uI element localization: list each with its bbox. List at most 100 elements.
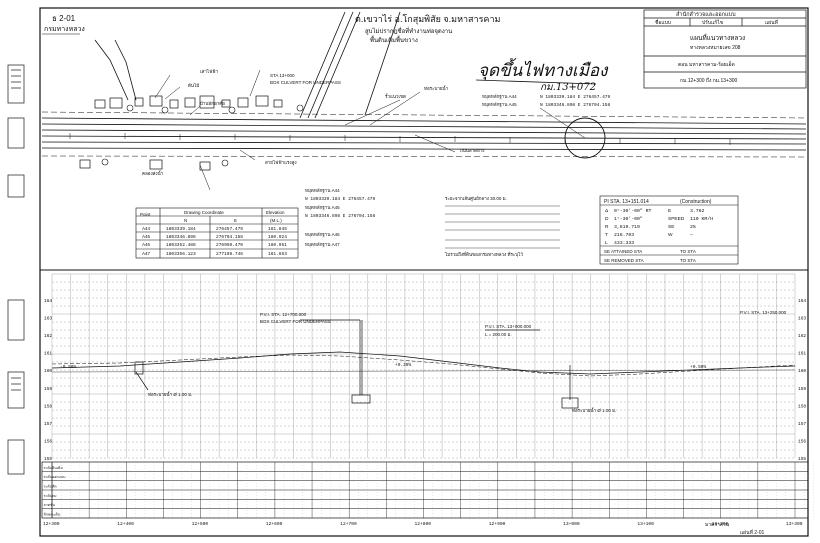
svg-text:A46: A46	[142, 242, 151, 247]
sheet-frame	[39, 7, 809, 537]
benchmark-coord-2: N 1803346.898 E 276704.158	[540, 102, 611, 108]
right-of-way-note: ไม่รวมถึงที่ดินของกรมทางหลวง ที่ระบุไว้	[444, 251, 523, 258]
agency-label: กรมทางหลวง	[44, 26, 85, 33]
svg-text:A44: A44	[142, 226, 151, 231]
plan-view: BOX CULVERT FOR UNDERPASS STA 13+000 เสา…	[41, 11, 807, 258]
svg-text:0°-30'-00" RT: 0°-30'-00" RT	[614, 208, 652, 214]
svg-text:—: —	[689, 233, 693, 238]
project-label: แผนที่แนวทางหลวง	[690, 33, 745, 42]
svg-text:277198.746: 277198.746	[216, 251, 243, 257]
curve-marker	[564, 117, 606, 159]
offset-note: ระยะจากเส้นศูนย์กลาง 30.00 ม.	[445, 195, 507, 202]
profile-grid	[51, 273, 796, 459]
project-km: กม.12+300 ถึง กม.13+300	[680, 77, 738, 84]
table-group-header: Drawing Coordinate	[184, 210, 224, 215]
svg-text:276704.158: 276704.158	[216, 234, 243, 240]
title-block	[643, 9, 807, 89]
svg-text:160.924: 160.924	[268, 234, 287, 240]
elevation-label: 156	[798, 438, 806, 444]
profile-structures	[134, 319, 579, 409]
station-label: 13+000	[563, 521, 580, 527]
plan-note-pole: เสาไฟฟ้า	[200, 69, 218, 74]
grade-3: +0.50%	[690, 364, 707, 370]
svg-text:D: D	[605, 216, 609, 222]
svg-text:161.653: 161.653	[268, 251, 287, 257]
elevation-label: 161	[44, 351, 52, 357]
elevation-label: 159	[44, 386, 52, 392]
title-block-col1: ชื่อแบบ	[655, 19, 671, 26]
se-attained-to: TO STA	[680, 249, 696, 254]
grade-2: +0.30%	[395, 362, 412, 368]
plan-benchmark-a45-coord: N 1803346.898 E 276704.158	[305, 213, 376, 219]
station-label: 12+700	[340, 521, 357, 527]
plan-benchmark-a44: หมุดหลักฐาน A44	[305, 188, 340, 194]
elevation-label: 160	[44, 368, 52, 374]
elevation-label: 157	[798, 421, 806, 427]
plan-note-house: บ้านพักอาศัย	[200, 101, 225, 106]
title-block-col2: ปรับแก้ไข	[702, 19, 723, 26]
svg-text:จุดขึ้นไฟทางเมือง: จุดขึ้นไฟทางเมือง	[478, 57, 609, 81]
curve-data-table: PI STA. 13+151.014 (Construction) Δ 0°-30…	[599, 195, 739, 265]
elevation-label: 157	[44, 421, 52, 427]
elevation-label: 162	[44, 333, 52, 339]
band-label: ระดับออกแบบ	[44, 475, 67, 479]
svg-text:Δ: Δ	[605, 208, 609, 214]
svg-text:SE: SE	[668, 224, 674, 230]
svg-text:T: T	[605, 232, 608, 238]
benchmark-coord-1: N 1803339.184 E 276457.479	[540, 94, 611, 100]
station-label: 12+400	[117, 521, 134, 527]
svg-text:1803346.898: 1803346.898	[166, 234, 196, 240]
title-block-col3: แผ่นที่	[765, 19, 778, 26]
svg-text:A45: A45	[142, 234, 151, 239]
elevation-label: 164	[44, 298, 52, 304]
profile-data-bands: ระดับดินเดิมระดับออกแบบระดับตัดระดับถมลา…	[41, 461, 814, 519]
elevation-label: 158	[798, 403, 806, 409]
curve-pi: PI STA. 13+151.014	[604, 199, 649, 205]
plan-benchmark-a46: หมุดหลักฐาน A46	[305, 232, 340, 238]
svg-text:A47: A47	[142, 251, 151, 256]
svg-text:1803352.488: 1803352.488	[166, 242, 196, 248]
project-sub: ทางหลวงหมายเลข 208	[690, 45, 741, 51]
table-row: A47 1803356.123 277198.746 161.653	[142, 251, 287, 257]
band-label: ระดับถม	[44, 494, 58, 498]
station-label: 12+300	[43, 521, 60, 527]
plan-note-canal: คลองส่งน้ำ	[142, 170, 164, 176]
profile-box-note: BOX CULVERT FOR UNDERPASS	[260, 319, 331, 324]
left-margin-marks	[7, 64, 25, 475]
station-label: 12+600	[266, 521, 283, 527]
plan-note-drain: ท่อระบายน้ำ	[424, 85, 449, 91]
svg-text:L: L	[605, 240, 608, 246]
footer-scale: มาตราส่วน	[705, 522, 730, 528]
plan-note-fence: รั้วแนวเขต	[385, 93, 406, 99]
pvi-note-3: P.V.I. STA. 13+250.000	[740, 310, 787, 315]
plan-benchmark-a45: หมุดหลักฐาน A45	[305, 205, 340, 211]
benchmark-note-2: หมุดหลักฐาน A45	[482, 102, 517, 108]
svg-text:216.703: 216.703	[614, 232, 634, 238]
table-header-point: Point	[140, 212, 151, 217]
se-attained: SE ATTAINED STA	[604, 249, 642, 254]
elevation-label: 162	[798, 333, 806, 339]
profile-pipe-note: ท่อระบายน้ำ Ø 1.00 ม.	[148, 391, 192, 397]
station-label: 12+900	[489, 521, 506, 527]
svg-text:R: R	[605, 224, 609, 230]
elevation-label: 155	[798, 456, 806, 462]
elevation-label: 161	[798, 351, 806, 357]
svg-text:2%: 2%	[690, 224, 696, 230]
se-removed: SE REMOVED STA	[604, 258, 644, 263]
elevation-label: 158	[44, 403, 52, 409]
elevation-label: 159	[798, 386, 806, 392]
profile-pipe-note-2: ท่อระบายน้ำ Ø 1.00 ม.	[572, 407, 616, 413]
plan-note-box: BOX CULVERT FOR UNDERPASS	[270, 80, 341, 85]
profile-lines	[51, 351, 796, 377]
elevation-label: 163	[798, 316, 806, 322]
station-label: 13+100	[637, 521, 654, 527]
band-label: ระดับดินเดิม	[44, 466, 64, 470]
elevation-label: 160	[798, 368, 806, 374]
plan-note-road: ถนนลาดยาง	[460, 148, 484, 153]
svg-text:SPEED: SPEED	[668, 216, 685, 222]
svg-text:276950.470: 276950.470	[216, 242, 243, 248]
svg-text:กม.13+072: กม.13+072	[540, 82, 596, 93]
curve-construction: (Construction)	[680, 199, 712, 205]
pvi-note-1: P.V.I. STA. 12+700.000	[260, 312, 307, 317]
